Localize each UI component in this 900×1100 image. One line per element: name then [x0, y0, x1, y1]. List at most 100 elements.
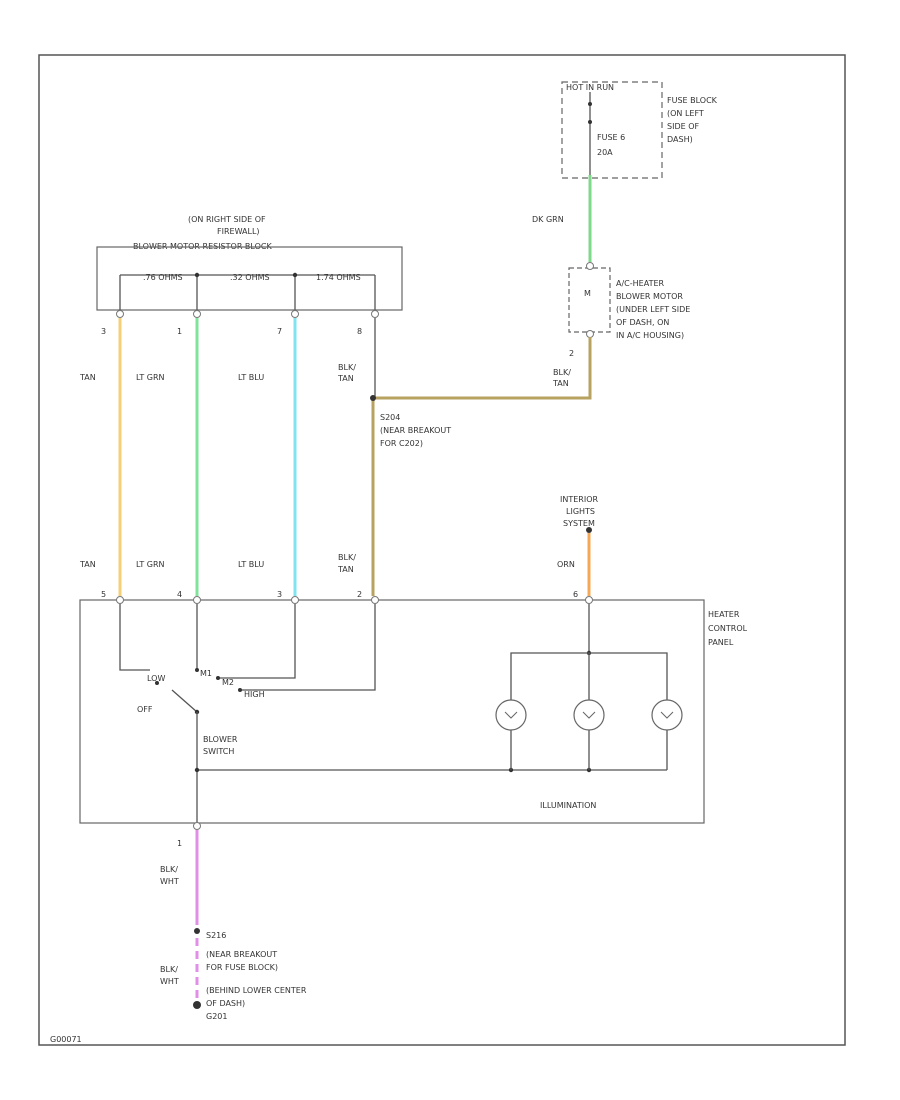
heater-control-panel-outline	[79, 599, 705, 824]
wire-blk-tan-motor	[373, 337, 592, 400]
wire-label-blk-tan-upper-2: TAN	[337, 374, 354, 383]
panel-name-3: PANEL	[708, 638, 734, 647]
fuse-block-location-2: (ON LEFT	[667, 109, 704, 118]
interior-lights-label-2: LIGHTS	[566, 507, 595, 516]
heater-control-panel: HEATER CONTROL PANEL 5 4 3 2 6 LOW M1 M2…	[79, 590, 748, 848]
fuse-block-location-4: DASH)	[667, 135, 693, 144]
wire-label-dk-grn: DK GRN	[532, 215, 564, 224]
switch-name-1: BLOWER	[203, 735, 238, 744]
fuse-terminal-top	[588, 102, 592, 106]
blower-motor-symbol: M	[584, 289, 591, 298]
switch-contact-high	[238, 688, 242, 692]
switch-contact-m1	[195, 668, 199, 672]
interior-lights-label-3: SYSTEM	[563, 519, 595, 528]
panel-pin-6	[585, 596, 593, 604]
panel-pin-label-3: 3	[277, 590, 282, 599]
panel-pin-label-6: 6	[573, 590, 578, 599]
blower-motor-pin-bottom	[586, 330, 594, 338]
blower-motor-desc-5: IN A/C HOUSING)	[616, 331, 684, 340]
blower-motor-desc-1: A/C-HEATER	[616, 279, 665, 288]
resistor-pin-3	[116, 310, 124, 318]
fuse-block-location-3: SIDE OF	[667, 122, 699, 131]
panel-pin-label-4: 4	[177, 590, 182, 599]
fuse-label: FUSE 6	[597, 133, 625, 142]
panel-pin-4	[193, 596, 201, 604]
switch-m2-lead	[218, 604, 296, 679]
wire-label-blk-wht-lower-2: WHT	[160, 977, 179, 986]
wire-label-blk-tan-motor-2: TAN	[552, 379, 569, 388]
interior-lights-terminal	[586, 527, 592, 533]
panel-pin-5	[116, 596, 124, 604]
panel-pin-1	[193, 822, 201, 830]
resistor-pin-label-7: 7	[277, 327, 282, 336]
wire-label-blk-tan-lower-2: TAN	[337, 565, 354, 574]
splice-s204-name: S204	[380, 413, 400, 422]
wire-label-tan-lower: TAN	[79, 560, 96, 569]
panel-pin-3	[291, 596, 299, 604]
panel-name-1: HEATER	[708, 610, 740, 619]
resistor-pin-label-3: 3	[101, 327, 106, 336]
panel-pin-label-2: 2	[357, 590, 362, 599]
splice-s204-desc-1: (NEAR BREAKOUT	[380, 426, 451, 435]
blower-motor-pin-label: 2	[569, 349, 574, 358]
resistor-pin-1	[193, 310, 201, 318]
resistor-pin-label-1: 1	[177, 327, 182, 336]
panel-pin-label-5: 5	[101, 590, 106, 599]
resistor-value-1: .76 OHMS	[143, 273, 183, 282]
illumination-bulb-3	[651, 699, 683, 731]
wire-label-blk-wht-upper-1: BLK/	[160, 865, 178, 874]
fuse-block-outline	[561, 81, 663, 179]
ground-desc-3: G201	[206, 1012, 227, 1021]
wire-label-blk-wht-lower-1: BLK/	[160, 965, 178, 974]
splice-s204: S204 (NEAR BREAKOUT FOR C202)	[370, 395, 451, 448]
ground-g201: (BEHIND LOWER CENTER OF DASH) G201	[193, 986, 307, 1021]
wire-label-blk-tan-motor-1: BLK/	[553, 368, 571, 377]
splice-s216-desc-2: FOR FUSE BLOCK)	[206, 963, 278, 972]
fuse-block-location-1: FUSE BLOCK	[667, 96, 718, 105]
resistor-location-2: FIREWALL)	[217, 227, 260, 236]
resistor-location-1: (ON RIGHT SIDE OF	[188, 215, 266, 224]
wire-label-lt-blu-upper: LT BLU	[238, 373, 264, 382]
switch-pos-low: LOW	[147, 674, 165, 683]
blower-motor-desc-4: OF DASH, ON	[616, 318, 669, 327]
switch-name-2: SWITCH	[203, 747, 234, 756]
resistor-value-2: .32 OHMS	[230, 273, 270, 282]
blower-motor-desc-2: BLOWER MOTOR	[616, 292, 683, 301]
blower-motor: M A/C-HEATER BLOWER MOTOR (UNDER LEFT SI…	[568, 262, 690, 358]
wire-label-lt-blu-lower: LT BLU	[238, 560, 264, 569]
resistor-pin-7	[291, 310, 299, 318]
panel-name-2: CONTROL	[708, 624, 748, 633]
wire-label-lt-grn-upper: LT GRN	[136, 373, 165, 382]
illumination-bulb-2	[573, 699, 605, 731]
blower-motor-desc-3: (UNDER LEFT SIDE	[616, 305, 690, 314]
ground-bus-node-switch	[194, 767, 200, 773]
resistor-value-3: 1.74 OHMS	[316, 273, 361, 282]
wire-label-blk-wht-upper-2: WHT	[160, 877, 179, 886]
ground-desc-1: (BEHIND LOWER CENTER	[206, 986, 307, 995]
switch-contact-low	[155, 681, 159, 685]
switch-pos-m2: M2	[222, 678, 234, 687]
panel-pin-label-1: 1	[177, 839, 182, 848]
illumination-bulb-1	[495, 699, 527, 731]
switch-high-lead	[240, 604, 376, 691]
splice-s216: S216 (NEAR BREAKOUT FOR FUSE BLOCK)	[194, 928, 278, 972]
switch-pos-m1: M1	[200, 669, 212, 678]
resistor-node-1	[194, 272, 200, 278]
hot-in-run-label: HOT IN RUN	[566, 83, 614, 92]
wire-label-orn: ORN	[557, 560, 575, 569]
resistor-block-outline	[96, 246, 403, 311]
resistor-pin-8	[371, 310, 379, 318]
blower-motor-pin-top	[586, 262, 594, 270]
fuse-block: HOT IN RUN FUSE 6 20A FUSE BLOCK (ON LEF…	[561, 81, 718, 179]
switch-contact-m2	[216, 676, 220, 680]
wire-label-blk-tan-upper-1: BLK/	[338, 363, 356, 372]
splice-s204-desc-2: FOR C202)	[380, 439, 423, 448]
resistor-pin-label-8: 8	[357, 327, 362, 336]
wire-label-tan-upper: TAN	[79, 373, 96, 382]
interior-lights-label-1: INTERIOR	[560, 495, 599, 504]
splice-s216-desc-1: (NEAR BREAKOUT	[206, 950, 277, 959]
fuse-rating: 20A	[597, 148, 613, 157]
resistor-node-2	[292, 272, 298, 278]
wire-label-blk-tan-lower-1: BLK/	[338, 553, 356, 562]
